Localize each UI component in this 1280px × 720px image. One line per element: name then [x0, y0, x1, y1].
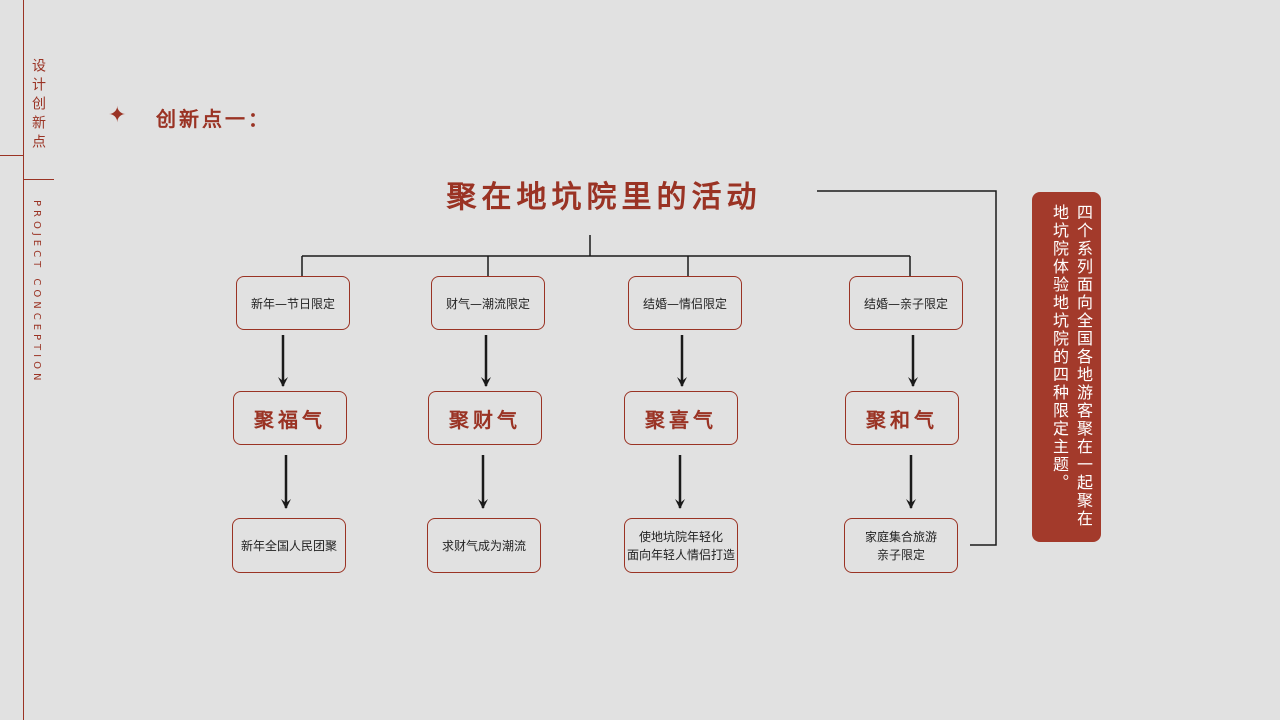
section-heading: 创新点一：: [156, 107, 271, 131]
category-box-3: 结婚—情侣限定: [628, 276, 742, 330]
diagram-title: 聚在地坑院里的活动: [446, 180, 762, 215]
summary-panel: 四个系列面向全国各地游客聚在一起聚在地坑院体验地坑院的四种限定主题。: [1032, 192, 1101, 542]
theme-box-2: 聚财气: [428, 391, 542, 445]
summary-text: 四个系列面向全国各地游客聚在一起聚在地坑院体验地坑院的四种限定主题。: [1050, 204, 1093, 528]
theme-box-4: 聚和气: [845, 391, 959, 445]
left-border-line: [23, 0, 24, 720]
side-divider-line: [0, 155, 24, 156]
category-box-2: 财气—潮流限定: [431, 276, 545, 330]
result-box-2: 求财气成为潮流: [427, 518, 541, 573]
theme-box-1: 聚福气: [233, 391, 347, 445]
category-box-4: 结婚—亲子限定: [849, 276, 963, 330]
category-box-1: 新年—节日限定: [236, 276, 350, 330]
star-icon: ✦: [108, 103, 127, 128]
result-box-1: 新年全国人民团聚: [232, 518, 346, 573]
side-subtitle: PROJECT CONCEPTION: [31, 200, 42, 385]
side-title: 设计创新点: [30, 58, 46, 153]
side-divider-line-2: [24, 179, 54, 180]
result-box-3: 使地坑院年轻化 面向年轻人情侣打造: [624, 518, 738, 573]
bracket-line: [817, 190, 997, 546]
result-box-4: 家庭集合旅游 亲子限定: [844, 518, 958, 573]
theme-box-3: 聚喜气: [624, 391, 738, 445]
